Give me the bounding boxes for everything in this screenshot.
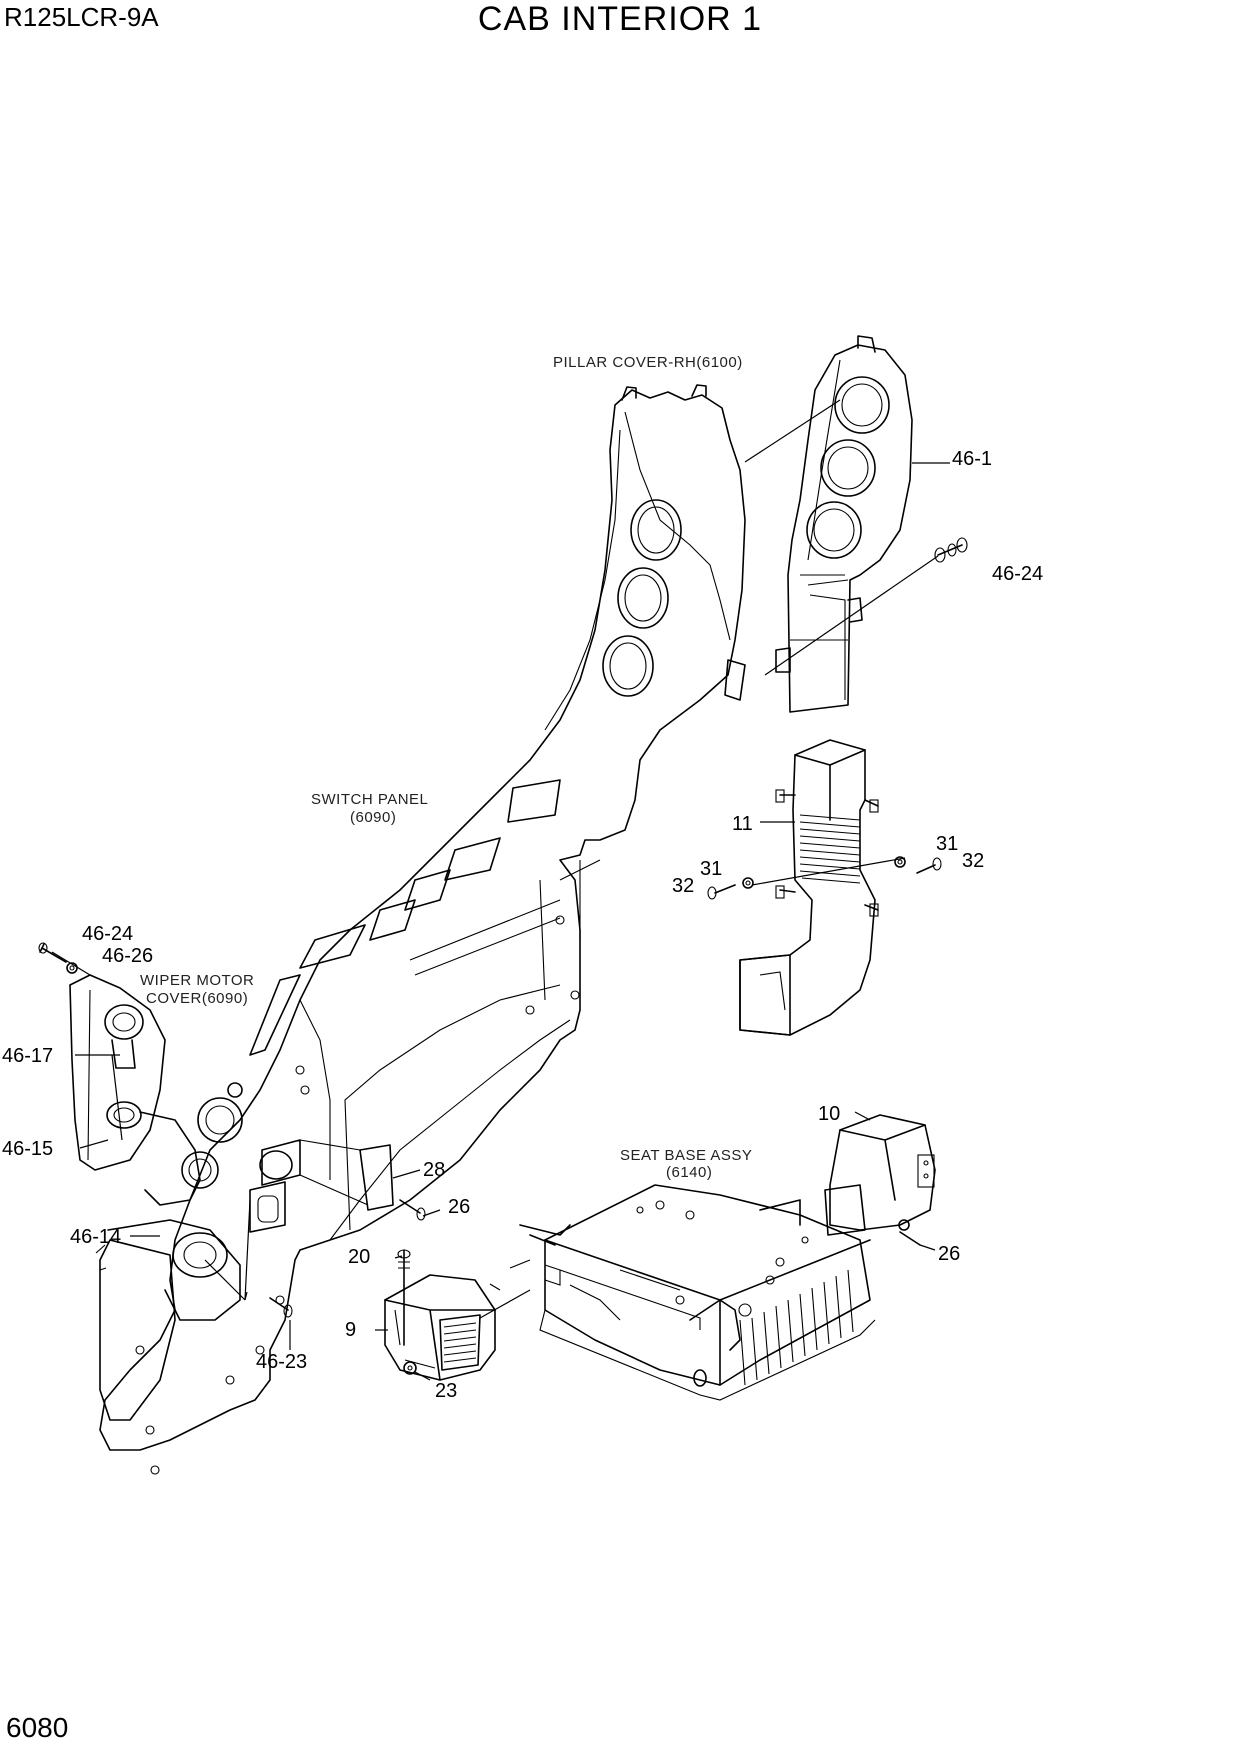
caption-seat-base: SEAT BASE ASSY <box>620 1147 752 1164</box>
label-28: 28 <box>423 1159 445 1181</box>
flex-duct-11 <box>739 739 879 1036</box>
label-10: 10 <box>818 1103 840 1125</box>
page-title: CAB INTERIOR 1 <box>477 0 763 38</box>
seat-base-assy <box>519 1184 876 1401</box>
label-26-mid: 26 <box>448 1196 470 1218</box>
misc-screws <box>269 1199 426 1318</box>
duct-9 <box>384 1249 496 1381</box>
caption-pillar-cover: PILLAR COVER-RH(6100) <box>553 354 743 371</box>
label-20: 20 <box>348 1246 370 1268</box>
label-46-24-top: 46-24 <box>992 563 1043 585</box>
label-46-17: 46-17 <box>2 1045 53 1067</box>
label-46-23: 46-23 <box>256 1351 307 1373</box>
label-31-left: 31 <box>700 858 722 880</box>
label-23: 23 <box>435 1380 457 1402</box>
model-number: R125LCR-9A <box>4 2 159 32</box>
screws-31-32 <box>707 537 968 900</box>
label-32-right: 32 <box>962 850 984 872</box>
leader-lines <box>51 399 950 1381</box>
label-11: 11 <box>732 813 753 835</box>
page-number: 6080 <box>6 1712 69 1743</box>
pillar-duct-46-1 <box>775 335 913 713</box>
wiper-motor-cover <box>38 942 241 1421</box>
label-9: 9 <box>345 1319 356 1341</box>
caption-switch-panel-code: (6090) <box>350 809 396 826</box>
caption-wiper-cover-code: COVER(6090) <box>146 990 248 1007</box>
caption-wiper-cover: WIPER MOTOR <box>140 972 254 989</box>
caption-switch-panel: SWITCH PANEL <box>311 791 428 808</box>
duct-10 <box>824 1114 936 1246</box>
caption-seat-base-code: (6140) <box>666 1164 712 1181</box>
label-46-26: 46-26 <box>102 945 153 967</box>
label-26-right: 26 <box>938 1243 960 1265</box>
bracket-pillar <box>724 659 746 701</box>
pillar-switch-panel-body <box>99 384 746 1475</box>
label-46-1: 46-1 <box>952 448 992 470</box>
label-46-14: 46-14 <box>70 1226 121 1248</box>
label-31-right: 31 <box>936 833 958 855</box>
label-32-left: 32 <box>672 875 694 897</box>
label-46-15: 46-15 <box>2 1138 53 1160</box>
label-46-24-left: 46-24 <box>82 923 133 945</box>
